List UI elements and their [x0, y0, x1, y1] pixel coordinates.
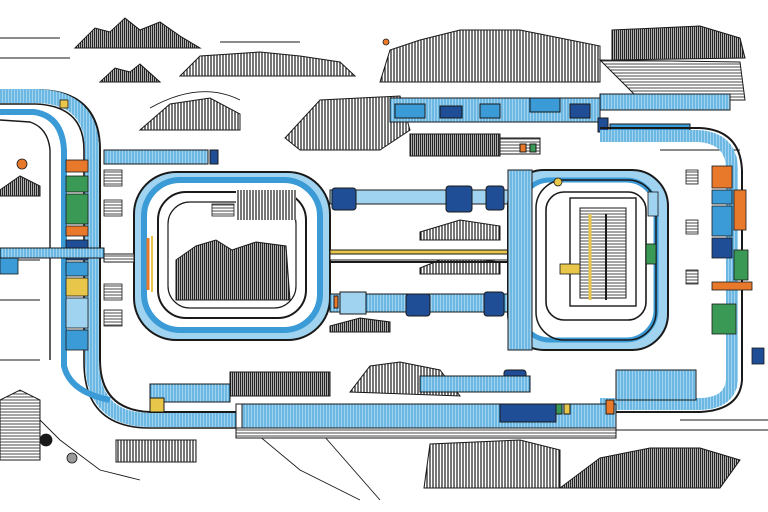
right-block-stack: [645, 165, 765, 365]
right-rounded-track: [507, 127, 743, 413]
connector-pipes: [0, 185, 531, 317]
center-rounded-track: [133, 171, 331, 341]
hatched-hills: [0, 17, 746, 489]
bottom-corridor: [149, 369, 697, 439]
lower-left-structure: [0, 389, 197, 463]
accent-dots: [16, 38, 390, 464]
